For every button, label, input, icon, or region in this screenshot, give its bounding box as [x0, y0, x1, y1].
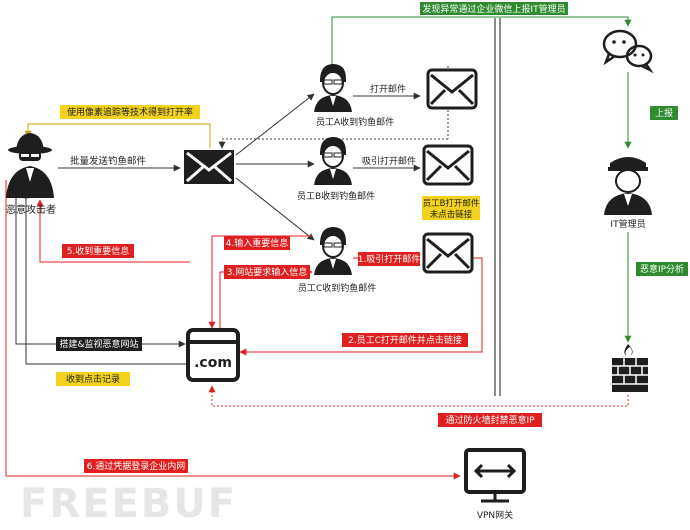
tag-b-status-bg [422, 196, 480, 220]
phishing-mail-hub-icon [184, 150, 234, 184]
tag-step2: 2.员工C打开邮件并点击链接 [348, 334, 462, 346]
tag-step5-bg [62, 244, 134, 258]
employee-a-label: 员工A收到钓鱼邮件 [316, 116, 394, 128]
step5-arrow [36, 199, 190, 263]
tag-report-bg [650, 106, 678, 120]
firewall-icon [612, 344, 648, 392]
bulk-send-label: 批量发送钓鱼邮件 [70, 155, 147, 167]
malicious-website-icon [186, 328, 240, 382]
mail-c-icon [422, 232, 474, 274]
tag-b-status-line2: 未点击链接 [430, 209, 473, 220]
step3-arrow [219, 268, 313, 330]
tag-report: 上报 [655, 107, 673, 119]
employee-c-icon [314, 227, 352, 275]
tag-step3-bg [224, 265, 310, 279]
tag-top-report: 发现异常通过企业微信上报IT管理员 [422, 3, 565, 15]
it-admin-label: IT管理员 [610, 218, 645, 230]
report-line-top [331, 16, 632, 64]
employee-b-icon [314, 137, 352, 185]
tag-build-site-bg [56, 337, 142, 351]
pixel-tracking-line [24, 123, 211, 148]
tag-top-report-bg [420, 2, 568, 15]
tag-step6-bg [84, 459, 188, 473]
tag-build-site: 搭建&监视恶意网站 [59, 338, 138, 350]
tag-pixel-tracking: 使用像素追踪等技术得到打开率 [67, 106, 193, 118]
mail-a-icon [426, 68, 478, 110]
employee-a-icon [314, 64, 352, 112]
lure-open-label: 吸引打开邮件 [362, 155, 416, 167]
tag-click-record-bg [56, 372, 130, 386]
tag-step3: 3.网站要求输入信息 [227, 266, 308, 278]
mail-b-icon [422, 144, 474, 186]
tag-step4: 4.输入重要信息 [226, 237, 289, 249]
attacker-icon [6, 133, 54, 198]
tag-ip-analysis-bg [636, 262, 688, 276]
tag-step1: 1.吸引打开邮件 [358, 253, 421, 265]
watermark-text: FREEBUF [20, 481, 237, 526]
open-mail-label: 打开邮件 [370, 83, 406, 95]
tag-firewall-block-bg [438, 413, 542, 427]
tag-step2-bg [342, 333, 468, 347]
click-record-arrow [22, 191, 186, 365]
tag-step4-bg [224, 236, 290, 250]
tag-firewall-block: 通过防火墙封禁恶意IP [445, 414, 535, 426]
tag-b-status-line1: 员工B打开邮件 [423, 198, 480, 209]
tracking-return-dotted [218, 138, 448, 149]
it-admin-icon [604, 157, 652, 215]
firewall-block-dotted [208, 385, 629, 407]
tag-step1-bg [358, 252, 420, 266]
employee-b-label: 员工B收到钓鱼邮件 [297, 190, 375, 202]
employee-c-label: 员工C收到钓鱼邮件 [298, 282, 376, 294]
hub-to-a-arrow [235, 93, 315, 156]
website-domain-label: .com [194, 355, 232, 371]
vpn-label: VPN网关 [477, 509, 513, 521]
tag-step5: 5.收到重要信息 [67, 245, 130, 257]
attacker-label: 恶意攻击者 [6, 203, 56, 216]
step2-arrow [239, 257, 483, 356]
step6-arrow [5, 180, 461, 480]
tag-click-record: 收到点击记录 [66, 373, 120, 385]
hub-to-c-arrow [235, 177, 315, 241]
tag-pixel-tracking-bg [60, 105, 200, 119]
wechat-icon [602, 29, 654, 74]
vpn-gateway-icon [464, 448, 526, 503]
tag-ip-analysis: 恶意IP分析 [640, 263, 684, 275]
tag-step6: 6.通过凭据登录企业内网 [87, 460, 186, 472]
